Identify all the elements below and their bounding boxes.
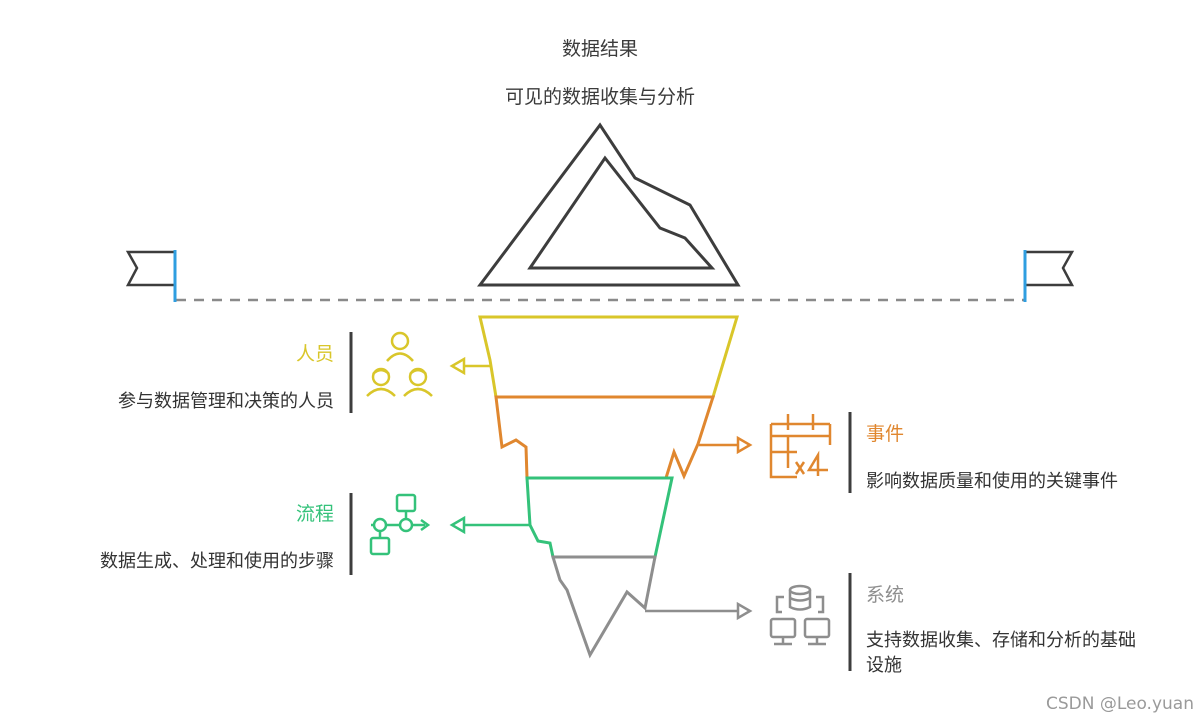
events-arrow <box>699 435 753 455</box>
systems-description-line2: 设施 <box>866 655 902 676</box>
layer-process-shape <box>525 476 674 559</box>
calendar-x4-icon <box>769 414 832 479</box>
right-flag-icon <box>1023 250 1075 302</box>
database-network-icon <box>769 584 831 646</box>
events-title: 事件 <box>866 423 905 445</box>
process-description: 数据生成、处理和使用的步骤 <box>100 551 334 572</box>
layer-events-shape <box>494 395 716 480</box>
layer-people-shape <box>478 315 740 399</box>
watermark: CSDN @Leo.yuan <box>1045 694 1194 714</box>
people-arrow <box>449 356 490 376</box>
events-description: 影响数据质量和使用的关键事件 <box>866 471 1118 492</box>
process-arrow <box>449 515 530 535</box>
systems-description-line1: 支持数据收集、存储和分析的基础 <box>866 630 1136 651</box>
flowchart-icon <box>369 493 431 556</box>
systems-arrow <box>645 601 753 621</box>
people-icon <box>366 331 433 397</box>
people-description: 参与数据管理和决策的人员 <box>118 391 334 412</box>
people-title: 人员 <box>295 343 334 365</box>
diagram-title: 数据结果 <box>561 38 638 60</box>
layer-systems-shape <box>550 555 657 659</box>
mountain-icon <box>477 122 741 287</box>
diagram-subtitle: 可见的数据收集与分析 <box>504 86 695 108</box>
process-title: 流程 <box>295 503 334 525</box>
systems-title: 系统 <box>866 584 905 606</box>
left-flag-icon <box>125 250 177 302</box>
